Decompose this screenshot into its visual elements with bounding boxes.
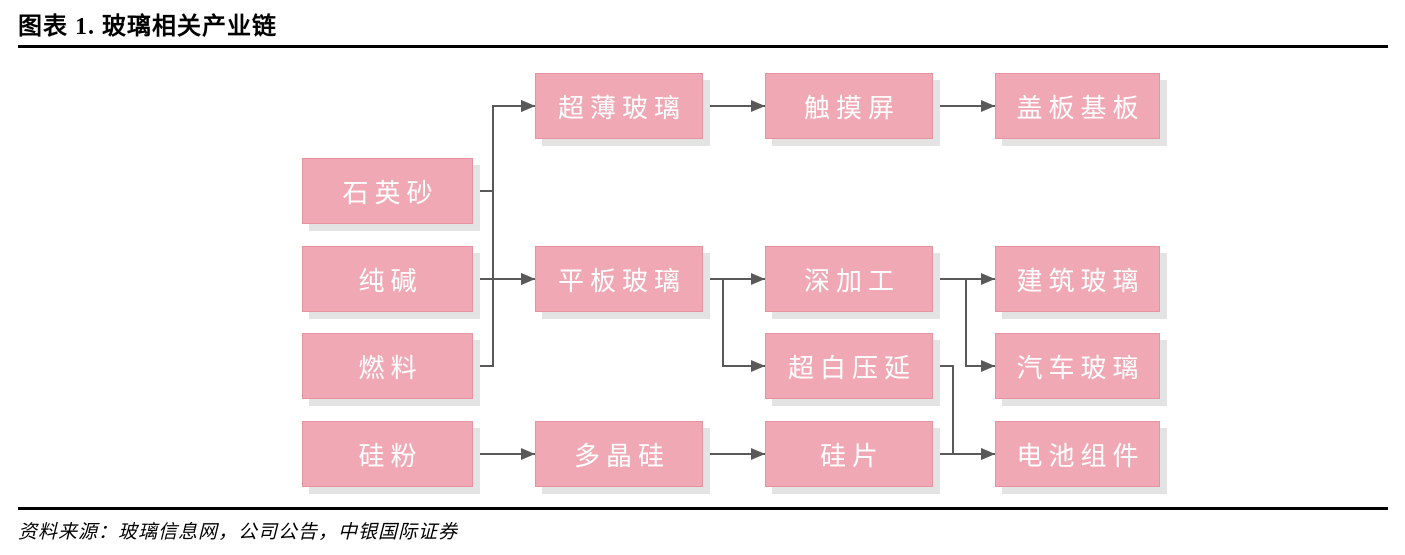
figure-title: 图表 1. 玻璃相关产业链 xyxy=(18,14,277,40)
node-硅粉: 硅粉 xyxy=(302,421,473,487)
connector-石英砂-超薄玻璃 xyxy=(473,100,535,192)
node-超白压延: 超白压延 xyxy=(765,333,933,399)
node-石英砂: 石英砂 xyxy=(302,158,473,224)
node-硅片: 硅片 xyxy=(765,421,933,487)
node-燃料: 燃料 xyxy=(302,333,473,399)
connector-平板玻璃-超白压延 xyxy=(703,278,765,372)
node-深加工: 深加工 xyxy=(765,246,933,312)
node-触摸屏: 触摸屏 xyxy=(765,73,933,139)
source-note: 资料来源：玻璃信息网，公司公告，中银国际证券 xyxy=(18,522,459,543)
node-电池组件: 电池组件 xyxy=(995,421,1160,487)
node-多晶硅: 多晶硅 xyxy=(535,421,703,487)
connector-石英砂-平板玻璃 xyxy=(473,190,535,285)
connector-深加工-汽车玻璃 xyxy=(933,278,995,372)
connector-燃料-超薄玻璃 xyxy=(473,100,535,367)
connector-纯碱-超薄玻璃 xyxy=(473,100,535,280)
node-汽车玻璃: 汽车玻璃 xyxy=(995,333,1160,399)
node-超薄玻璃: 超薄玻璃 xyxy=(535,73,703,139)
node-平板玻璃: 平板玻璃 xyxy=(535,246,703,312)
connector-超白压延-电池组件 xyxy=(933,365,995,460)
footer-rule xyxy=(18,507,1388,510)
title-rule xyxy=(18,45,1388,48)
node-建筑玻璃: 建筑玻璃 xyxy=(995,246,1160,312)
node-盖板基板: 盖板基板 xyxy=(995,73,1160,139)
node-纯碱: 纯碱 xyxy=(302,246,473,312)
connector-燃料-平板玻璃 xyxy=(473,273,535,367)
